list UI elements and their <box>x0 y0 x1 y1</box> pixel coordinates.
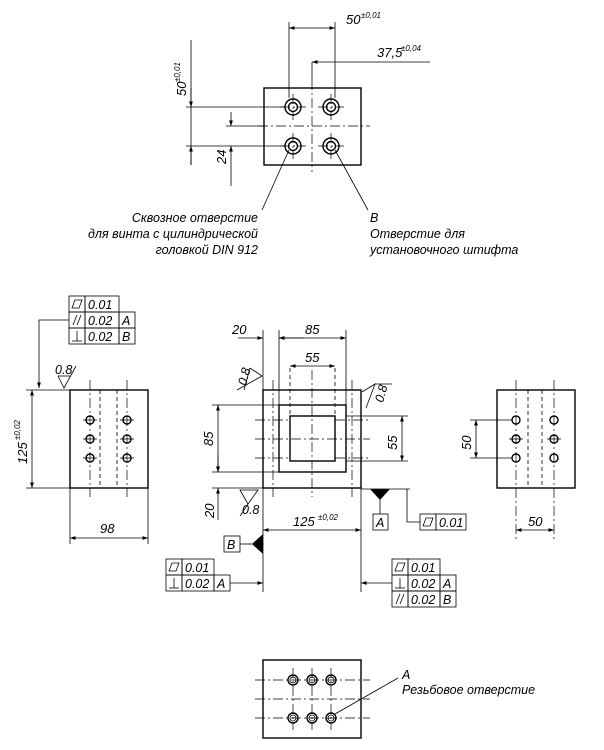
left-view-outline <box>69 389 149 489</box>
front-roughness-left: 0.8 <box>235 366 253 386</box>
top-view: 50 ±0,01 37,5 ±0,04 50 ±0,01 24 Сквозное… <box>88 11 518 257</box>
front-dim-20-left: 20 <box>202 503 217 519</box>
left-fcf-perp-value: 0.02 <box>88 330 112 344</box>
left-roughness: 0.8 <box>55 363 72 377</box>
left-fcf-parallel-value: 0.02 <box>88 314 112 328</box>
dim-50-top: 50 <box>346 12 361 27</box>
left-dim-125: 125 <box>15 442 30 464</box>
bottom-note-letter: A <box>401 668 410 682</box>
dim-24: 24 <box>214 150 229 165</box>
front-dim-85-left: 85 <box>201 431 216 446</box>
note-screw-line1: Сквозное отверстие <box>132 211 258 225</box>
dim-50-top-tol: ±0,01 <box>361 11 381 20</box>
left-view-holes <box>83 415 134 463</box>
front-fcf-br-perp-value: 0.02 <box>411 577 435 591</box>
front-fcf-bl-flat-value: 0.01 <box>185 561 209 575</box>
note-screw-line2: для винта с цилиндрической <box>88 227 258 241</box>
front-fcf-br-par-datum: B <box>443 593 451 607</box>
front-fcf-bl-perp-value: 0.02 <box>185 577 209 591</box>
dim-37-5-tol: ±0,04 <box>401 44 422 53</box>
right-dim-50-vertical: 50 <box>459 435 474 450</box>
note-pin-letter: B <box>370 211 378 225</box>
top-view-outline <box>263 87 362 166</box>
note-pin-line1: Отверстие для <box>370 227 465 241</box>
front-dim-20-top: 20 <box>231 322 247 337</box>
front-dim-55-top: 55 <box>305 350 320 365</box>
front-view-pocket-outer <box>278 404 347 473</box>
left-fcf-perp-datum: B <box>122 330 130 344</box>
front-datum-a: A <box>375 516 384 530</box>
dim-50-left-tol: ±0,01 <box>173 62 182 82</box>
front-dim-55-right: 55 <box>385 435 400 450</box>
front-view: 20 85 55 0.8 0.8 85 20 55 0.8 125 <box>165 322 467 608</box>
front-datum-b: B <box>227 538 235 552</box>
right-dim-50-horizontal: 50 <box>528 514 543 529</box>
left-dim-125-tol: ±0,02 <box>13 419 22 440</box>
front-dim-125: 125 <box>293 514 315 529</box>
left-fcf: 0.01 0.02 A 0.02 B <box>37 295 136 388</box>
front-fcf-br-flat-value: 0.01 <box>411 561 435 575</box>
front-view-pocket-inner <box>289 415 336 462</box>
note-pin-line2: установочного штифта <box>369 243 518 257</box>
left-fcf-parallel-datum: A <box>121 314 130 328</box>
left-view: 0.01 0.02 A 0.02 B 0.8 125 ±0,02 <box>13 295 149 544</box>
front-dim-85-top: 85 <box>305 322 320 337</box>
right-view: 50 50 <box>459 380 576 540</box>
front-fcf-bottom-left: 0.01 0.02 A <box>165 558 263 592</box>
note-screw-line3: головкой DIN 912 <box>156 243 258 257</box>
bottom-view: A Резьбовое отверстие <box>255 659 535 739</box>
front-roughness-right: 0.8 <box>372 383 390 403</box>
front-fcf-bottom-right: 0.01 0.02 A 0.02 B <box>361 558 457 608</box>
dim-50-left: 50 <box>174 81 189 96</box>
front-fcf-br-par-value: 0.02 <box>411 593 435 607</box>
front-dim-125-tol: ±0,02 <box>318 513 339 522</box>
front-roughness-bottom: 0.8 <box>242 503 259 517</box>
front-fcf-br-perp-datum: A <box>442 577 451 591</box>
dim-37-5: 37,5 <box>377 45 403 60</box>
front-fcf-right-flat-value: 0.01 <box>439 516 463 530</box>
bottom-note-text: Резьбовое отверстие <box>402 683 535 697</box>
front-fcf-bl-perp-datum: A <box>216 577 225 591</box>
bottom-view-holes <box>287 674 337 724</box>
left-dim-98: 98 <box>100 521 115 536</box>
right-view-holes <box>509 415 561 463</box>
right-view-outline <box>496 389 576 489</box>
left-fcf-flat-value: 0.01 <box>88 298 112 312</box>
